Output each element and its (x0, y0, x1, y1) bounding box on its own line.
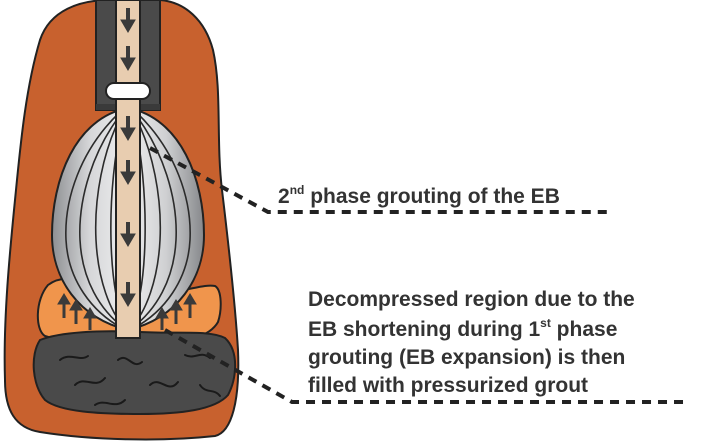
downward-flow-arrows (120, 8, 136, 307)
label-decompressed-line1: Decompressed region due to the (308, 288, 635, 311)
label-decompressed-line3: grouting (EB expansion) is then (308, 346, 625, 369)
leader-line-decompressed (164, 328, 690, 404)
upward-pressure-arrows (57, 293, 197, 330)
down-arrow-icon (120, 222, 136, 247)
down-arrow-icon (120, 8, 136, 33)
label-phase2-prefix: 2 (278, 185, 290, 208)
label-phase2-grouting: 2nd phase grouting of the EB (278, 183, 560, 208)
label-decompressed-line4: filled with pressurized grout (308, 374, 588, 397)
pressurized-grout-mass (32, 330, 237, 416)
down-arrow-icon (120, 282, 136, 307)
up-arrow-icon (69, 299, 83, 324)
label-phase2-rest: phase grouting of the EB (304, 185, 560, 208)
packer-ring (105, 82, 151, 100)
down-arrow-icon (120, 46, 136, 71)
label-phase2-sup: nd (290, 183, 305, 197)
down-arrow-icon (120, 160, 136, 185)
leader-line-phase2 (149, 146, 610, 214)
label-decompressed-line2-sup: st (540, 316, 551, 330)
up-arrow-icon (83, 307, 97, 330)
grout-texture-lines (59, 353, 221, 406)
down-arrow-icon (120, 116, 136, 141)
up-arrow-icon (155, 307, 169, 330)
up-arrow-icon (57, 293, 71, 318)
label-decompressed-line2: EB shortening during 1st phase (308, 316, 617, 341)
up-arrow-icon (183, 293, 197, 318)
label-decompressed-line2-prefix: EB shortening during 1 (308, 318, 540, 341)
up-arrow-icon (169, 299, 183, 324)
label-decompressed-line2-rest: phase (551, 318, 618, 341)
